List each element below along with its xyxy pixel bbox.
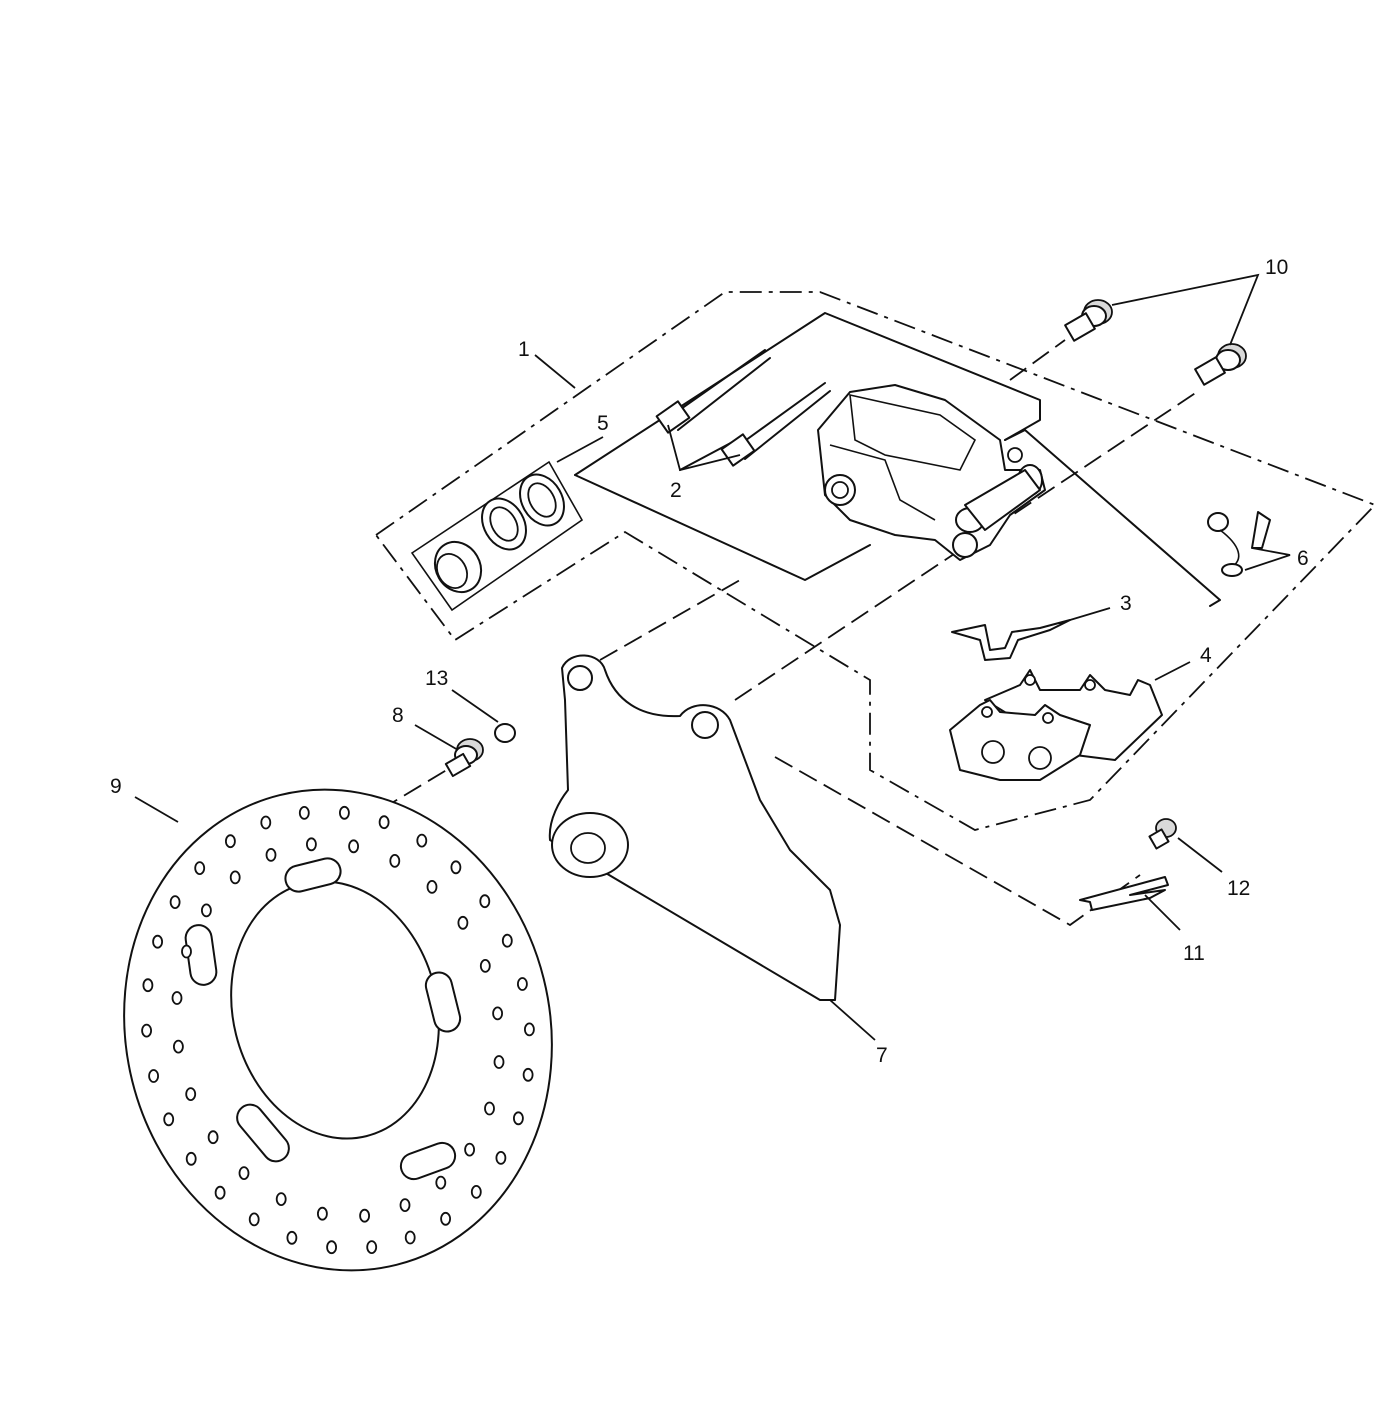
bleed-nipple-kit	[1207, 511, 1291, 577]
disc-hole	[260, 815, 272, 830]
disc-hole	[326, 1240, 338, 1255]
disc-hole	[338, 805, 350, 820]
disc-hole	[484, 1101, 495, 1116]
disc-hole	[207, 1130, 219, 1145]
callout-3: 3	[1120, 592, 1132, 615]
disc-hole	[171, 991, 183, 1005]
disc-hole	[275, 1192, 287, 1206]
disc-hole	[163, 1112, 175, 1127]
pad-spring	[951, 607, 1111, 661]
disc-hole	[316, 1206, 328, 1221]
disc-hole	[440, 1211, 452, 1226]
disc-hole	[517, 977, 528, 991]
disc-hole	[298, 806, 310, 820]
leader-10	[1111, 273, 1260, 346]
disc-hole	[470, 1185, 482, 1199]
leader-1	[534, 354, 576, 389]
disc-hole	[229, 870, 241, 885]
disc-hole	[399, 1198, 411, 1212]
disc-hole	[286, 1230, 298, 1245]
brake-pads	[949, 661, 1191, 781]
callout-1: 1	[518, 338, 530, 361]
disc-hole	[366, 1240, 378, 1254]
disc-hole	[479, 959, 491, 973]
caliper-body-outline	[574, 474, 871, 581]
callout-10: 10	[1265, 256, 1288, 279]
disc-hole	[359, 1208, 371, 1223]
clip-screw	[1148, 818, 1223, 873]
disc-hole	[492, 1006, 504, 1021]
spacer-13	[451, 689, 516, 743]
disc-bolt	[414, 724, 484, 778]
callout-9: 9	[110, 775, 122, 798]
disc-hole	[457, 915, 469, 930]
disc-hole	[305, 837, 317, 852]
disc-hole	[214, 1185, 226, 1200]
seal-kit	[410, 460, 584, 612]
callout-6: 6	[1297, 547, 1309, 570]
disc-hole	[172, 1039, 184, 1054]
callout-4: 4	[1200, 644, 1212, 667]
leader-5	[556, 436, 604, 463]
callout-8: 8	[392, 704, 404, 727]
callout-11: 11	[1183, 942, 1205, 965]
caliper-bolt-top	[1064, 299, 1113, 342]
disc-hole	[493, 1055, 505, 1069]
callout-2: 2	[670, 479, 682, 502]
disc-hole	[141, 1023, 153, 1038]
disc-hole	[464, 1142, 476, 1157]
disc-hole	[169, 895, 181, 909]
disc-hole	[348, 839, 360, 854]
disc-hole	[200, 903, 212, 918]
disc-hole	[238, 1166, 250, 1180]
retaining-clip	[1079, 876, 1181, 931]
disc-hole	[513, 1111, 524, 1126]
disc-hole	[185, 1087, 197, 1101]
disc-hole	[450, 860, 462, 875]
callout-5: 5	[597, 412, 609, 435]
disc-hole	[248, 1212, 260, 1227]
mount-dashed-outline	[379, 339, 1201, 927]
disc-hole	[148, 1069, 160, 1083]
bleed-kit-outline	[1004, 429, 1221, 607]
caliper-bracket	[548, 654, 876, 1041]
caliper-assembly-outline-1	[375, 291, 1377, 831]
callout-12: 12	[1227, 877, 1250, 900]
disc-hole	[524, 1022, 535, 1037]
disc-hole	[224, 834, 236, 849]
brake-disc	[123, 788, 553, 1272]
disc-hole	[389, 854, 401, 868]
slide-pins	[655, 349, 831, 472]
disc-hole	[522, 1067, 534, 1082]
disc-hole	[194, 861, 206, 875]
caliper-body	[817, 384, 1046, 561]
callout-13: 13	[425, 667, 448, 690]
disc-hole	[181, 944, 192, 959]
disc-hole	[501, 933, 513, 948]
disc-vent-holes	[141, 805, 535, 1255]
disc-hole	[435, 1175, 447, 1190]
disc-hole	[404, 1230, 416, 1245]
disc-hole	[416, 833, 428, 848]
disc-hole	[265, 848, 277, 862]
caliper-bolt-bottom	[1194, 343, 1247, 386]
disc-hole	[378, 815, 390, 830]
disc-hole	[426, 880, 438, 894]
disc-hole	[495, 1151, 507, 1165]
disc-hole	[152, 934, 164, 949]
disc-hole	[479, 894, 491, 909]
disc-hole	[185, 1151, 197, 1166]
disc-hole	[142, 978, 154, 993]
callout-7: 7	[876, 1044, 888, 1067]
